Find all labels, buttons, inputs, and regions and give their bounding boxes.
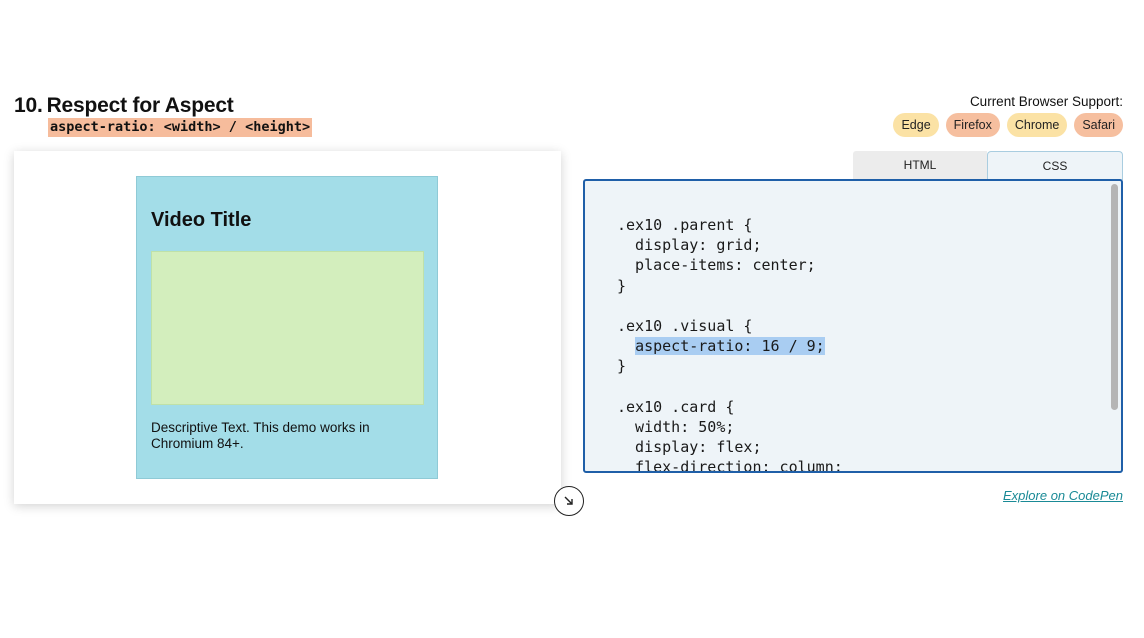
- code-line-highlighted: aspect-ratio: 16 / 9;: [635, 337, 825, 356]
- badge-chrome: Chrome: [1006, 113, 1068, 137]
- tab-html[interactable]: HTML: [853, 151, 987, 179]
- card-description: Descriptive Text. This demo works in Chr…: [151, 420, 370, 451]
- demo-card: Video Title Descriptive Text. This demo …: [136, 176, 438, 479]
- section-heading: 10.Respect for Aspect: [14, 94, 234, 118]
- browser-support-label: Current Browser Support:: [969, 94, 1123, 109]
- editor-scrollbar[interactable]: [1111, 184, 1118, 410]
- code-line: flex-direction: column;: [617, 458, 843, 473]
- badge-firefox: Firefox: [945, 113, 1000, 137]
- badge-safari: Safari: [1074, 113, 1123, 137]
- card-visual: [151, 251, 424, 405]
- code-line: }: [617, 276, 627, 295]
- code-block[interactable]: .ex10 .parent { display: grid; place-ite…: [617, 215, 843, 473]
- browser-support-badges: Edge Firefox Chrome Safari: [893, 113, 1123, 137]
- code-line: .ex10 .parent {: [617, 216, 753, 234]
- tab-css[interactable]: CSS: [987, 151, 1123, 180]
- syntax-code: aspect-ratio: <width> / <height>: [48, 118, 313, 137]
- code-line: display: grid;: [617, 236, 762, 255]
- demo-preview: Video Title Descriptive Text. This demo …: [14, 151, 561, 504]
- card-title: Video Title: [151, 209, 252, 231]
- editor-tabs: HTML CSS: [853, 151, 1123, 180]
- resize-handle[interactable]: [554, 486, 584, 516]
- code-line: }: [617, 357, 627, 376]
- code-line: .ex10 .card {: [617, 397, 735, 416]
- code-line: .ex10 .visual {: [617, 316, 753, 335]
- resize-arrow-icon: [564, 496, 573, 505]
- code-line: place-items: center;: [617, 256, 816, 275]
- badge-edge: Edge: [893, 113, 939, 137]
- css-code-editor[interactable]: .ex10 .parent { display: grid; place-ite…: [583, 179, 1123, 473]
- section-number: 10.: [14, 94, 43, 117]
- codepen-link[interactable]: Explore on CodePen: [1003, 488, 1123, 503]
- code-line: width: 50%;: [617, 417, 735, 436]
- code-line: display: flex;: [617, 438, 762, 457]
- section-title: Respect for Aspect: [46, 94, 234, 117]
- code-line: [617, 296, 843, 316]
- code-line: [617, 377, 843, 397]
